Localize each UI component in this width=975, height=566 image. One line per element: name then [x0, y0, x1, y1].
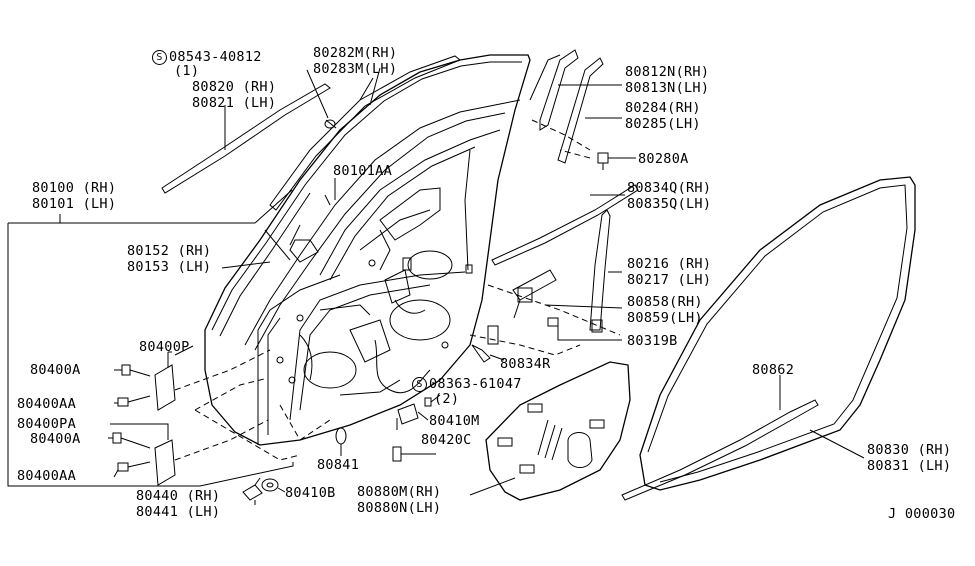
label-nut-qty: (2): [434, 391, 460, 407]
weatherstrip-80830: [621, 176, 916, 501]
label-bumper-r: 80834R: [500, 356, 551, 372]
part-number: 08363-61047: [429, 376, 522, 392]
part-number: 08543-40812: [169, 49, 262, 65]
screw-08543: [306, 69, 337, 129]
rear-sash-80216: [589, 209, 622, 333]
s-circle-icon: S: [412, 377, 427, 392]
label-plug: 80841: [317, 457, 360, 473]
label-front-sash-rh: 80284(RH): [625, 100, 701, 116]
glass-run-channel: [269, 55, 461, 211]
label-front-sash-lh: 80285(LH): [625, 116, 701, 132]
dash-leaders-right: [469, 119, 621, 356]
label-channel-lh: 80821 (LH): [192, 95, 277, 111]
door-assembly-frame: [7, 189, 294, 487]
screen-80880: [469, 361, 631, 501]
hinge-upper: [154, 351, 176, 411]
label-weather-lh: 80835Q(LH): [627, 196, 712, 212]
s-circle-icon: S: [152, 50, 167, 65]
label-door-rh: 80100 (RH): [32, 180, 117, 196]
label-weatherstrip-rh: 80830 (RH): [867, 442, 952, 458]
label-bolt-aa-2: 80400AA: [17, 468, 76, 484]
label-screw-qty: (1): [174, 63, 200, 79]
bolts: [108, 364, 151, 478]
label-stop-rh: 80858(RH): [627, 294, 703, 310]
label-bracket-m: 80410M: [429, 413, 480, 429]
label-bracket-c: 80420C: [421, 432, 472, 448]
label-bolt-aa-1: 80400AA: [17, 396, 76, 412]
clip-80280a: [597, 152, 636, 170]
label-door-lh: 80101 (LH): [32, 196, 117, 212]
label-channel-rh: 80820 (RH): [192, 79, 277, 95]
label-weather-rh: 80834Q(RH): [627, 180, 712, 196]
label-bolt-a-2: 80400A: [30, 431, 81, 447]
label-screen-lh: 80880N(LH): [357, 500, 442, 516]
label-check-rh: 80440 (RH): [136, 488, 221, 504]
door-frame: [204, 54, 531, 446]
label-pin-b: 80410B: [285, 485, 336, 501]
plug-80841: [335, 427, 347, 456]
label-bolt-a-1: 80400A: [30, 362, 81, 378]
label-weatherstrip-lh: 80831 (LH): [867, 458, 952, 474]
bumper-80834r: [471, 325, 505, 363]
label-clip-b: 80319B: [627, 333, 678, 349]
diagram-code: J 000030: [888, 506, 956, 522]
label-check-lh: 80441 (LH): [136, 504, 221, 520]
label-stop-lh: 80859(LH): [627, 310, 703, 326]
label-rear-lh: 80217 (LH): [627, 272, 712, 288]
label-clip-a: 80280A: [638, 151, 689, 167]
bracket-80420c: [392, 446, 436, 462]
front-sash-80284: [557, 57, 622, 164]
label-leaders: [174, 67, 381, 356]
weatherstrip-80834q: [491, 184, 639, 266]
stopper-80858: [512, 269, 623, 319]
label-mold-lh: 80153 (LH): [127, 259, 212, 275]
label-hinge-pa: 80400PA: [17, 416, 76, 432]
label-hinge-p: 80400P: [139, 339, 190, 355]
outer-weatherstrip-80820: [161, 83, 331, 194]
bracket-80410m: [396, 394, 441, 430]
label-outer-lh: 80283M(LH): [313, 61, 398, 77]
label-screen-rh: 80880M(RH): [357, 484, 442, 500]
label-seal: 80862: [752, 362, 795, 378]
dash-leaders-left: [174, 349, 331, 461]
label-rear-rh: 80216 (RH): [627, 256, 712, 272]
hinge-lower: [110, 423, 176, 486]
sash-80812n: [529, 49, 622, 131]
check-link-80440: [242, 477, 263, 505]
clip-80319b: [547, 317, 622, 341]
label-sash-rh: 80812N(RH): [625, 64, 710, 80]
label-mold-rh: 80152 (RH): [127, 243, 212, 259]
label-sash-lh: 80813N(LH): [625, 80, 710, 96]
pin-80410b: [261, 478, 286, 493]
label-door-aa: 80101AA: [333, 163, 392, 179]
label-outer-rh: 80282M(RH): [313, 45, 398, 61]
